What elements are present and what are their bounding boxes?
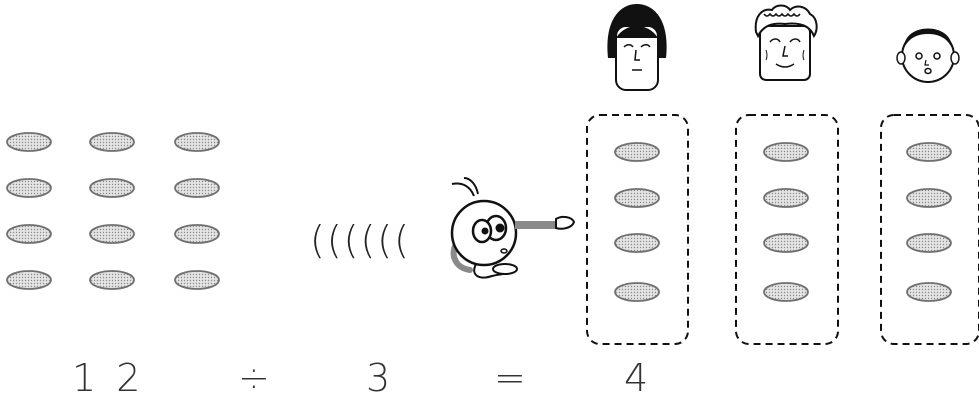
group-coin <box>906 142 952 162</box>
coin <box>174 270 220 290</box>
group-coin <box>614 142 660 162</box>
equation-equals-sign: = <box>494 356 530 400</box>
coin <box>6 178 52 198</box>
group-coin <box>614 282 660 302</box>
coin <box>6 224 52 244</box>
coin <box>6 132 52 152</box>
coin <box>174 178 220 198</box>
equation-divide-sign: ÷ <box>238 356 274 400</box>
group-boxes <box>586 114 979 345</box>
equation-dividend: 1 2 <box>72 356 145 400</box>
group-coin <box>614 233 660 253</box>
coin-pile <box>6 132 220 290</box>
group-coin <box>614 188 660 208</box>
group-box-3 <box>880 114 979 345</box>
group-coin <box>763 142 809 162</box>
coin <box>89 178 135 198</box>
coin <box>174 132 220 152</box>
group-coin <box>906 233 952 253</box>
woman-face-icon <box>607 4 667 91</box>
coin <box>6 270 52 290</box>
group-box-1 <box>586 114 689 345</box>
group-box-2 <box>735 114 839 345</box>
group-coin <box>763 188 809 208</box>
running-character-icon <box>450 177 576 279</box>
coin <box>89 132 135 152</box>
equation-quotient: 4 <box>624 356 653 400</box>
group-coin <box>763 233 809 253</box>
old-man-face-icon <box>754 4 818 81</box>
group-coin <box>906 188 952 208</box>
equation-divisor: 3 <box>366 356 395 400</box>
child-face-icon <box>896 28 960 83</box>
coin <box>89 224 135 244</box>
motion-marks: (((((( <box>310 218 411 262</box>
group-coin <box>763 282 809 302</box>
group-coin <box>906 282 952 302</box>
coin <box>174 224 220 244</box>
coin <box>89 270 135 290</box>
